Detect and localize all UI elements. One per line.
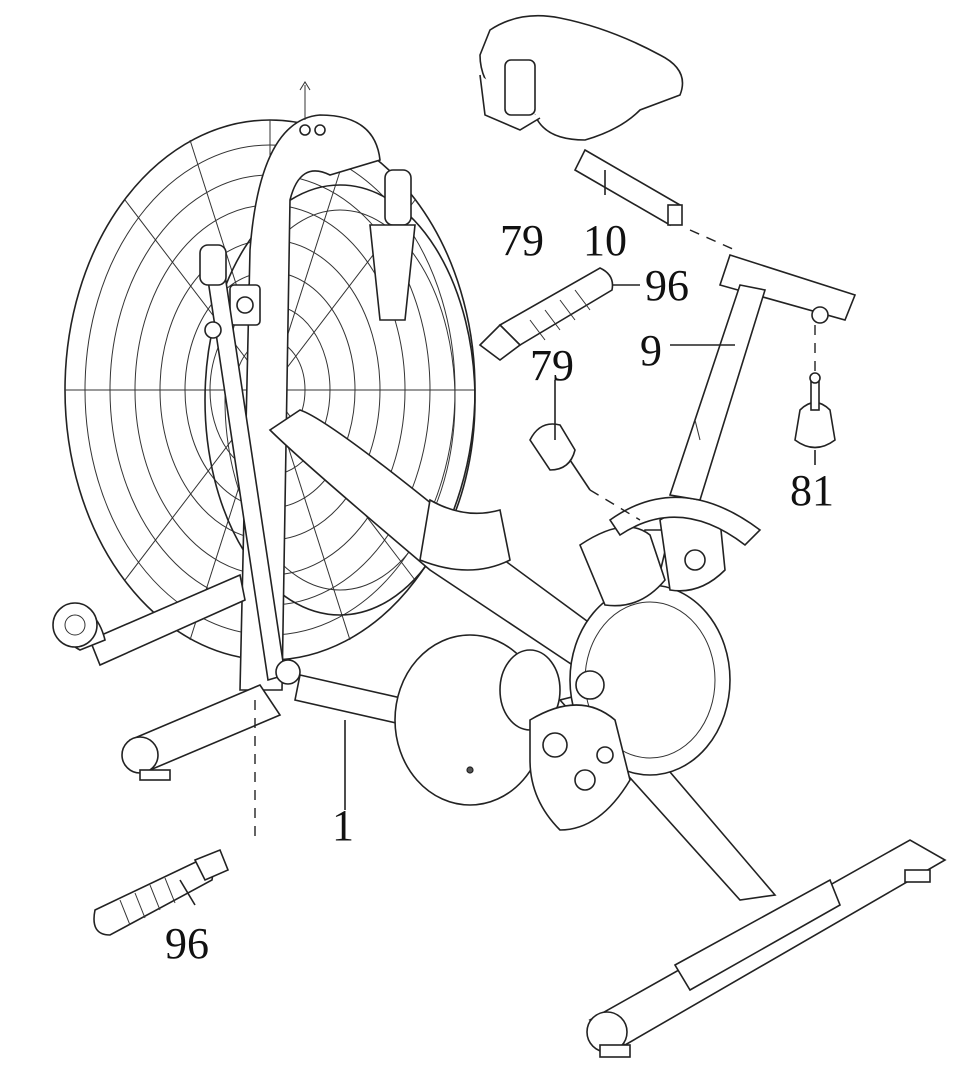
front-stabilizer <box>52 573 282 781</box>
seat-knob-81 <box>794 372 836 449</box>
callout-96-left: 96 <box>165 919 209 968</box>
callout-1: 1 <box>332 801 354 850</box>
right-handle-stub <box>369 169 416 321</box>
callout-79-upper: 79 <box>500 216 544 265</box>
left-handle-arm <box>199 244 301 685</box>
callout-10: 10 <box>583 216 627 265</box>
knob-79 <box>529 423 591 491</box>
callout-81: 81 <box>790 466 834 515</box>
pedal-left-96 <box>93 848 230 936</box>
callout-96-right: 96 <box>645 261 689 310</box>
pedal-right-96 <box>478 267 614 361</box>
seat-slider <box>668 253 857 501</box>
assembly-guide-lines <box>254 229 816 840</box>
seat <box>479 14 684 227</box>
rear-stabilizer <box>586 839 947 1058</box>
callout-9: 9 <box>640 326 662 375</box>
leader-lines <box>179 170 816 906</box>
foot-pedals <box>529 496 762 831</box>
front-upright <box>229 81 381 691</box>
callout-79-lower: 79 <box>530 341 574 390</box>
